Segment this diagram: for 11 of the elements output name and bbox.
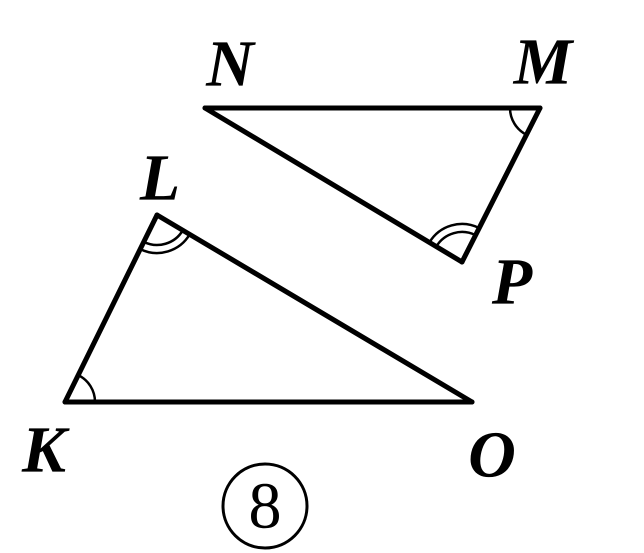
triangle-side xyxy=(202,105,464,264)
triangle-side xyxy=(62,399,474,404)
vertex-label: K xyxy=(22,428,70,472)
vertex-label: O xyxy=(470,432,514,478)
figure-number: 8 xyxy=(222,462,308,550)
vertex-label: N xyxy=(206,42,256,86)
vertex-label: L xyxy=(139,156,178,200)
vertex-label: M xyxy=(512,40,574,84)
triangle-side xyxy=(460,105,542,264)
triangle-side xyxy=(154,212,474,404)
vertex-label: P xyxy=(492,260,533,304)
